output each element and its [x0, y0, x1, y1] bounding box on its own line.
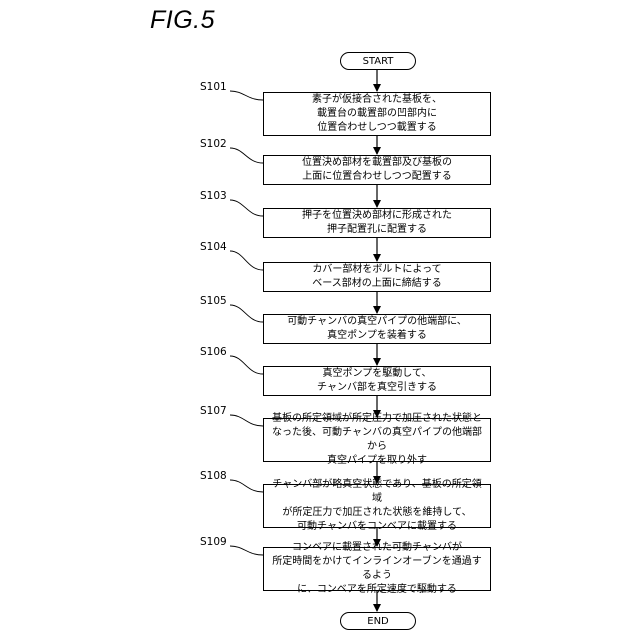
start-terminal: START — [340, 52, 416, 70]
step-box-s104: カバー部材をボルトによって ベース部材の上面に締結する — [263, 262, 491, 292]
step-box-s101: 素子が仮接合された基板を、 載置台の載置部の凹部内に 位置合わせしつつ載置する — [263, 92, 491, 136]
step-label-s104: S104 — [200, 241, 227, 253]
leader-line-s102 — [230, 148, 263, 163]
step-label-s107: S107 — [200, 405, 227, 417]
leader-line-s109 — [230, 546, 263, 555]
start-label: START — [363, 56, 394, 67]
step-label-s103: S103 — [200, 190, 227, 202]
step-label-s109: S109 — [200, 536, 227, 548]
step-label-s106: S106 — [200, 346, 227, 358]
leader-line-s108 — [230, 480, 263, 492]
step-box-s103: 押子を位置決め部材に形成された 押子配置孔に配置する — [263, 208, 491, 238]
step-label-s102: S102 — [200, 138, 227, 150]
step-label-s105: S105 — [200, 295, 227, 307]
step-box-s105: 可動チャンバの真空パイプの他端部に、 真空ポンプを装着する — [263, 314, 491, 344]
step-box-s108: チャンバ部が略真空状態であり、基板の所定領域 が所定圧力で加圧された状態を維持し… — [263, 484, 491, 528]
leader-line-s106 — [230, 356, 263, 374]
leader-line-s101 — [230, 91, 263, 100]
step-box-s106: 真空ポンプを駆動して、 チャンバ部を真空引きする — [263, 366, 491, 396]
leader-line-s105 — [230, 305, 263, 322]
step-label-s108: S108 — [200, 470, 227, 482]
step-box-s107: 基板の所定領域が所定圧力で加圧された状態と なった後、可動チャンバの真空パイプの… — [263, 418, 491, 462]
step-box-s102: 位置決め部材を載置部及び基板の 上面に位置合わせしつつ配置する — [263, 155, 491, 185]
step-label-s101: S101 — [200, 81, 227, 93]
leader-line-s107 — [230, 415, 263, 426]
step-box-s109: コンベアに載置された可動チャンバが 所定時間をかけてインラインオーブンを通過する… — [263, 547, 491, 591]
end-label: END — [367, 616, 389, 627]
leader-line-s104 — [230, 251, 263, 270]
end-terminal: END — [340, 612, 416, 630]
leader-line-s103 — [230, 200, 263, 216]
